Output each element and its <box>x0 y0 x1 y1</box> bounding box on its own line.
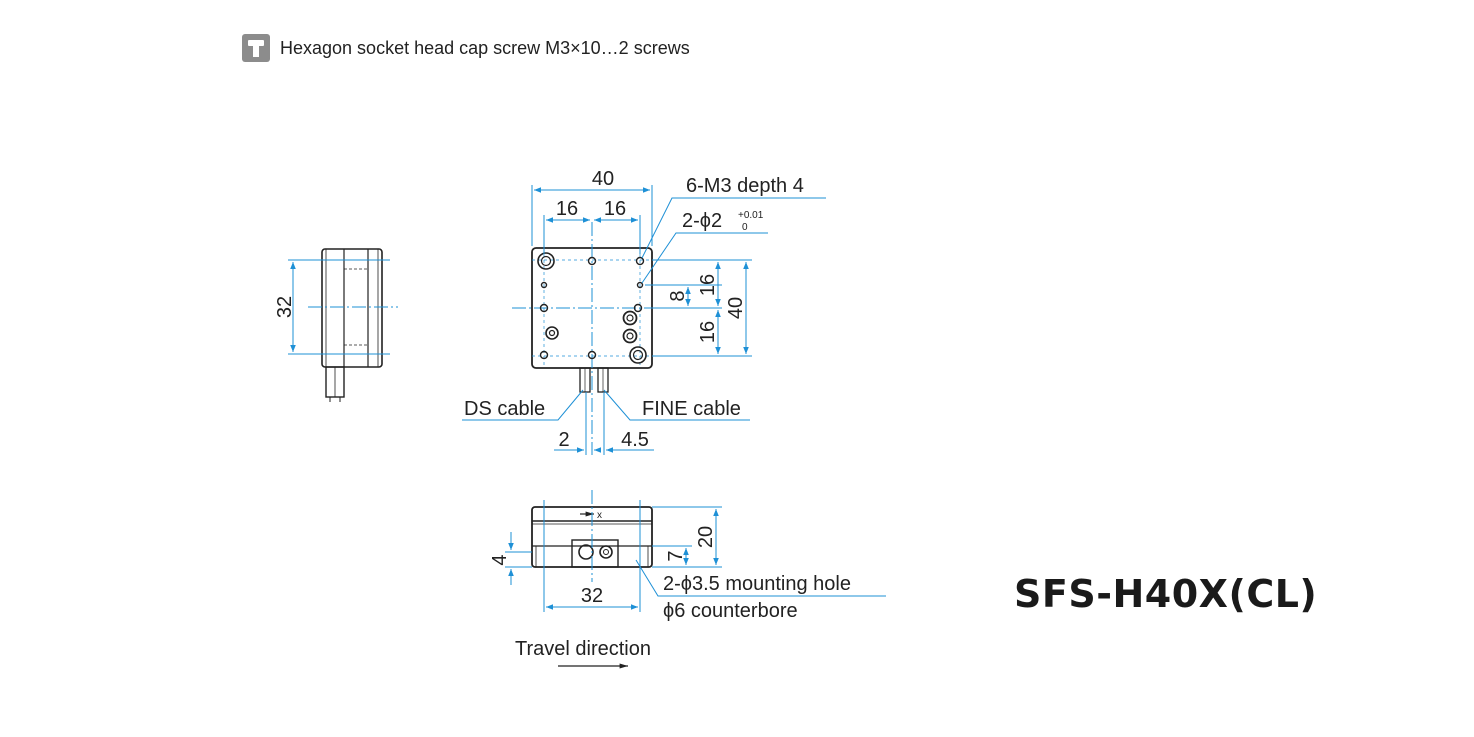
m3-hole <box>587 256 597 266</box>
m3-hole <box>633 303 643 313</box>
screw-note-text: Hexagon socket head cap screw M3×10…2 sc… <box>280 37 690 58</box>
m3-hole <box>539 350 549 360</box>
callout-m3: 6-M3 depth 4 <box>686 175 804 197</box>
travel-direction-label: Travel direction <box>515 638 651 660</box>
dim-cable-2: 2 <box>558 429 569 451</box>
callout-pin-tol-lower: 0 <box>742 222 748 233</box>
dim-right-16-top: 16 <box>697 274 719 296</box>
screw-note: Hexagon socket head cap screw M3×10…2 sc… <box>242 34 690 62</box>
side-view: 32 <box>274 248 398 402</box>
m3-hole <box>635 256 645 266</box>
dim-front-7: 7 <box>665 550 687 561</box>
cap-screw-icon <box>242 34 270 62</box>
dim-right-40: 40 <box>725 297 747 319</box>
top-view: 40 16 16 8 16 16 40 6-M3 depth 4 2-ϕ2 +0… <box>462 168 826 455</box>
pin-hole <box>636 281 644 289</box>
dim-cable-4-5: 4.5 <box>621 429 649 451</box>
dim-front-32: 32 <box>581 585 603 607</box>
dim-right-8: 8 <box>667 290 689 301</box>
dim-side-height: 32 <box>274 296 296 318</box>
axis-x-label: x <box>597 510 602 521</box>
callout-fine-cable: FINE cable <box>642 398 741 420</box>
dim-half-right: 16 <box>604 198 626 220</box>
dim-front-20: 20 <box>695 526 717 548</box>
front-view: x 32 20 7 4 2-ϕ3.5 mounting hole ϕ6 coun… <box>489 490 886 669</box>
model-name: SFS-H40X(CL) <box>1014 572 1318 616</box>
dim-half-left: 16 <box>556 198 578 220</box>
knob-hole <box>545 326 559 340</box>
mounting-hole <box>578 544 594 560</box>
callout-pin-tol-upper: +0.01 <box>738 210 764 221</box>
m3-hole <box>539 303 549 313</box>
counterbore-hole <box>537 252 555 270</box>
callout-mounting-hole: 2-ϕ3.5 mounting hole <box>663 573 851 595</box>
mounting-hole <box>599 545 613 559</box>
counterbore-hole <box>629 346 647 364</box>
callout-ds-cable: DS cable <box>464 398 545 420</box>
knob-hole <box>622 310 638 326</box>
dim-front-4: 4 <box>489 554 511 565</box>
dim-right-16-bottom: 16 <box>697 321 719 343</box>
m3-hole <box>587 350 597 360</box>
pin-hole <box>540 281 548 289</box>
side-body <box>321 248 383 368</box>
callout-pin-hole: 2-ϕ2 <box>682 210 722 232</box>
dim-top-width: 40 <box>592 168 614 190</box>
callout-counterbore: ϕ6 counterbore <box>663 600 798 622</box>
knob-hole <box>622 328 638 344</box>
